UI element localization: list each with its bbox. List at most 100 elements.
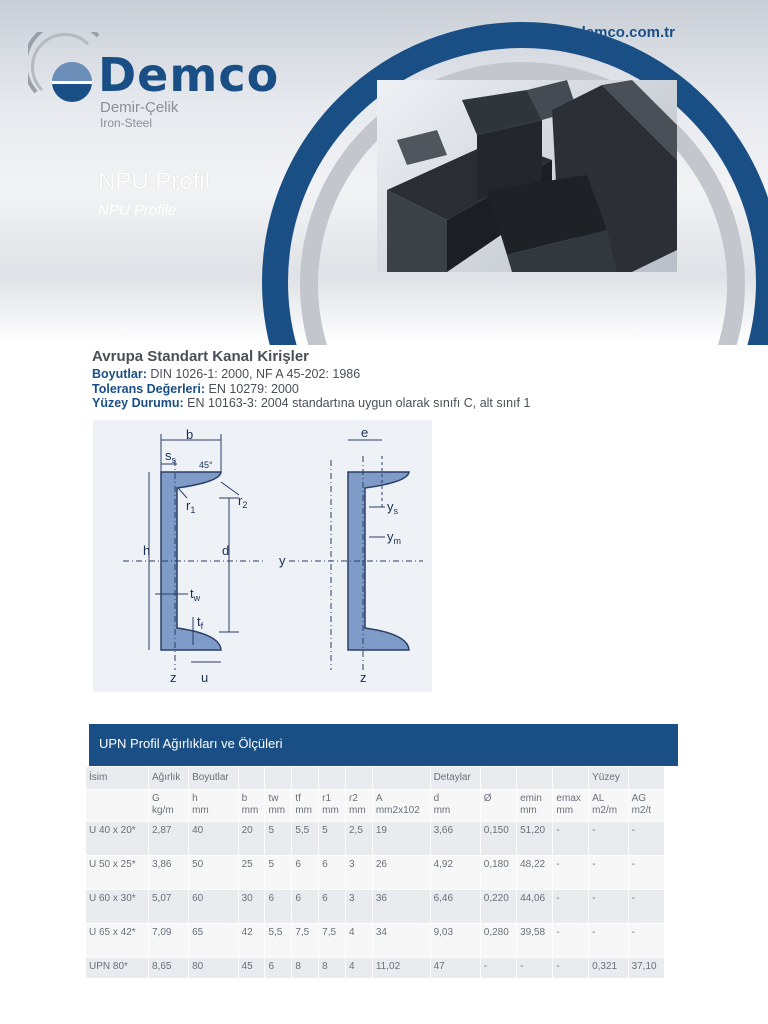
website-link[interactable]: www.demco.com.tr [538,24,675,41]
column-unit: mm2x102 [375,805,420,816]
steel-profiles-photo [377,80,677,272]
page-title: NPU Profil [98,168,211,195]
table-cell: 7,5 [291,923,320,958]
logo-tagline-tr: Demir-Çelik [100,99,179,116]
label-y: y [279,553,286,568]
column-unit: mm [520,805,537,816]
table-cell: 11,02 [372,957,431,979]
dimensions-label: Boyutlar: [92,367,147,381]
column-unit: mm [295,805,312,816]
table-cell: - [552,923,590,958]
column-unit: mm [349,805,366,816]
group-header-cell [318,767,346,790]
table-cell: 6 [291,855,320,890]
table-cell: 44,06 [516,889,554,924]
demco-logo-mark-icon [28,32,100,102]
table-cell: - [628,855,666,890]
table-cell: 45 [238,957,266,979]
label-r1: r1 [186,498,195,515]
table-cell: 5 [318,821,346,856]
group-header-cell: Ağırlık [148,767,190,790]
column-symbol: AG [631,793,647,804]
table-cell: 6 [264,889,293,924]
column-unit: mm [192,805,209,816]
column-symbol: b [241,793,248,804]
table-cell: 47 [430,957,481,979]
label-ss: ss [165,448,177,465]
table-cell: 2,5 [345,821,373,856]
table-cell: - [588,855,629,890]
table-cell: 3 [345,855,373,890]
table-cell: 0,150 [480,821,518,856]
table-title: UPN Profil Ağırlıkları ve Ölçüleri [99,736,283,751]
group-header-cell: İsim [86,767,149,790]
table-cell: - [588,923,629,958]
column-symbol: A [375,793,383,804]
group-header-cell [552,767,590,790]
group-header-cell [238,767,266,790]
demco-logo[interactable]: Demco Demir-Çelik Iron-Steel [28,24,308,130]
table-cell: 6 [291,889,320,924]
label-e: e [361,425,368,440]
table-cell: 20 [238,821,266,856]
table-cell: 0,180 [480,855,518,890]
page-subtitle: NPU Profile [98,202,177,219]
channel-section-right [347,471,410,651]
logo-wordmark: Demco [98,48,280,102]
table-cell: - [628,923,666,958]
column-unit: mm [241,805,259,816]
dimensions-line: Boyutlar: DIN 1026-1: 2000, NF A 45-202:… [92,367,692,382]
table-cell: 0,220 [480,889,518,924]
table-cell: 8 [291,957,320,979]
profile-name-cell: U 65 x 42* [86,923,149,958]
table-cell: - [628,821,666,856]
column-symbol: emax [556,793,581,804]
table-cell: 19 [372,821,431,856]
table-cell: 40 [188,821,239,856]
table-cell: 8,65 [148,957,190,979]
table-cell: 5,07 [148,889,190,924]
table-cell: 9,03 [430,923,481,958]
table-cell: 6 [264,957,293,979]
table-cell: 65 [188,923,239,958]
table-cell: 6 [318,855,346,890]
table-cell: 37,10 [628,957,666,979]
table-cell: 3 [345,889,373,924]
column-header-cell: Ø [480,789,518,822]
group-header-cell [480,767,518,790]
table-cell: - [552,957,590,979]
column-unit: m2/t [631,805,652,816]
channel-section-left [160,471,222,651]
table-cell: 42 [238,923,266,958]
column-symbol: r2 [349,793,358,804]
tolerance-line: Tolerans Değerleri: EN 10279: 2000 [92,382,692,397]
column-unit: m2/m [592,805,618,816]
table-cell: 5,5 [291,821,320,856]
table-cell: - [552,889,590,924]
table-cell: 6,46 [430,889,481,924]
table-cell: - [552,855,590,890]
table-cell: 34 [372,923,431,958]
label-ym: ym [387,529,401,546]
table-cell: 4 [345,923,373,958]
standards-info: Avrupa Standart Kanal Kirişler Boyutlar:… [92,348,692,411]
table-cell: 50 [188,855,239,890]
column-symbol: r1 [322,793,332,804]
column-unit: mm [556,805,574,816]
table-cell: 48,22 [516,855,554,890]
table-cell: 8 [318,957,346,979]
table-cell: 5 [264,821,293,856]
profile-name-cell: U 50 x 25* [86,855,149,890]
column-symbol: h [192,793,198,804]
label-tf: tf [197,614,204,631]
column-unit: mm [433,805,451,816]
label-b: b [186,427,193,442]
